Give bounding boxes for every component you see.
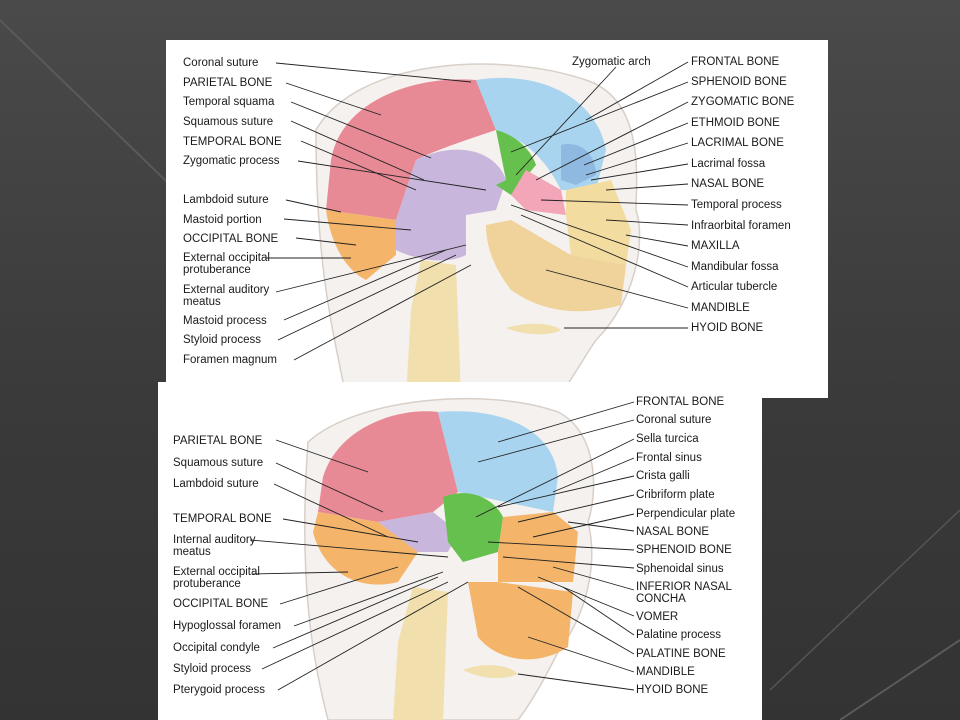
midsag-label-hyoid-bone: HYOID BONE (636, 684, 709, 696)
temporal-bone-shape (396, 149, 506, 261)
lateral-skull-panel: Coronal suture PARIETAL BONE Temporal sq… (166, 40, 828, 398)
temporal-bone-shape (378, 512, 458, 552)
nasal-cavity-shape (498, 512, 578, 582)
lateral-label-mandible: MANDIBLE (691, 302, 750, 314)
midsag-label-frontal-sinus: Frontal sinus (636, 452, 702, 464)
midsag-label-internal-auditory-meatus: Internal auditory meatus (173, 534, 256, 558)
sphenoid-bone-shape (496, 130, 536, 195)
lateral-right-leader-lines (510, 61, 689, 329)
midsag-label-lambdoid-suture: Lambdoid suture (173, 478, 259, 490)
parietal-bone-shape (318, 411, 458, 522)
sphenoid-bone-shape (443, 493, 503, 562)
midsag-label-crista-galli: Crista galli (636, 470, 690, 482)
mandible-shape (468, 582, 573, 660)
midsag-label-mandible: MANDIBLE (636, 666, 695, 678)
lateral-label-lacrimal-fossa: Lacrimal fossa (691, 158, 766, 170)
lateral-label-external-occipital-protuberance: External occipital protuberance (183, 252, 270, 276)
midsag-label-occipital-bone: OCCIPITAL BONE (173, 598, 269, 610)
midsag-label-sella-turcica: Sella turcica (636, 433, 699, 445)
midsag-label-cribriform-plate: Cribriform plate (636, 489, 715, 501)
midsag-label-nasal-bone: NASAL BONE (636, 526, 710, 538)
midsag-label-sphenoidal-sinus: Sphenoidal sinus (636, 563, 724, 575)
midsag-label-coronal-suture: Coronal suture (636, 414, 712, 426)
cervical-vertebrae-shape (393, 587, 448, 720)
lateral-label-temporal-squama: Temporal squama (183, 96, 275, 108)
lateral-label-temporal-process: Temporal process (691, 199, 782, 211)
midsag-label-parietal-bone: PARIETAL BONE (173, 435, 263, 447)
lateral-label-coronal-suture: Coronal suture (183, 57, 259, 69)
lateral-left-leader-lines (266, 62, 487, 361)
midsag-label-palatine-bone: PALATINE BONE (636, 648, 726, 660)
midsagittal-skull-illustration (249, 397, 635, 720)
lateral-label-lacrimal-bone: LACRIMAL BONE (691, 137, 784, 149)
midsag-label-external-occipital-protuberance: External occipital protuberance (173, 566, 260, 590)
midsag-label-temporal-bone: TEMPORAL BONE (173, 513, 272, 525)
lateral-label-mastoid-portion: Mastoid portion (183, 214, 262, 226)
midsag-label-sphenoid-bone: SPHENOID BONE (636, 544, 732, 556)
lateral-label-ethmoid-bone: ETHMOID BONE (691, 117, 780, 129)
midsag-right-leader-lines (475, 401, 635, 691)
midsag-label-squamous-suture: Squamous suture (173, 457, 264, 469)
lateral-label-maxilla: MAXILLA (691, 240, 740, 252)
mandible-shape (486, 220, 626, 312)
occipital-bone-shape (313, 512, 418, 585)
lateral-label-squamous-suture: Squamous suture (183, 116, 274, 128)
midsagittal-skull-panel: PARIETAL BONE Squamous suture Lambdoid s… (158, 382, 762, 720)
midsag-label-vomer: VOMER (636, 611, 679, 623)
lateral-label-temporal-bone: TEMPORAL BONE (183, 136, 282, 148)
lateral-label-foramen-magnum: Foramen magnum (183, 354, 277, 366)
midsag-label-pterygoid-process: Pterygoid process (173, 684, 266, 696)
lateral-label-infraorbital-foramen: Infraorbital foramen (691, 220, 791, 232)
lateral-label-occipital-bone: OCCIPITAL BONE (183, 233, 279, 245)
midsag-label-palatine-process: Palatine process (636, 629, 722, 641)
cervical-vertebrae-shape (406, 260, 461, 398)
zygomatic-bone-shape (511, 170, 566, 215)
lateral-label-hyoid-bone: HYOID BONE (691, 322, 764, 334)
frontal-bone-shape (438, 411, 558, 512)
hyoid-bone-shape (463, 665, 518, 679)
lateral-label-nasal-bone: NASAL BONE (691, 178, 765, 190)
lateral-label-sphenoid-bone: SPHENOID BONE (691, 76, 787, 88)
lateral-label-articular-tubercle: Articular tubercle (691, 281, 778, 293)
midsag-label-perpendicular-plate: Perpendicular plate (636, 508, 736, 520)
lateral-label-external-auditory-meatus: External auditory meatus (183, 284, 270, 308)
lateral-label-zygomatic-process: Zygomatic process (183, 155, 280, 167)
midsag-left-leader-lines (249, 439, 469, 691)
lateral-label-lambdoid-suture: Lambdoid suture (183, 194, 269, 206)
lateral-label-parietal-bone: PARIETAL BONE (183, 77, 273, 89)
lateral-label-frontal-bone: FRONTAL BONE (691, 56, 780, 68)
midsag-label-inferior-nasal-concha: INFERIOR NASAL CONCHA (636, 581, 732, 605)
midsag-label-styloid-process: Styloid process (173, 663, 251, 675)
lateral-label-zygomatic-bone: ZYGOMATIC BONE (691, 96, 795, 108)
midsag-label-occipital-condyle: Occipital condyle (173, 642, 260, 654)
hyoid-bone-shape (506, 323, 561, 335)
lateral-label-mastoid-process: Mastoid process (183, 315, 267, 327)
midsag-label-hypoglossal-foramen: Hypoglossal foramen (173, 620, 282, 632)
lateral-label-mandibular-fossa: Mandibular fossa (691, 261, 779, 273)
lateral-label-styloid-process: Styloid process (183, 334, 261, 346)
lateral-label-zygomatic-arch: Zygomatic arch (572, 56, 651, 68)
midsag-label-frontal-bone: FRONTAL BONE (636, 396, 725, 408)
lateral-skull-illustration (266, 61, 689, 398)
